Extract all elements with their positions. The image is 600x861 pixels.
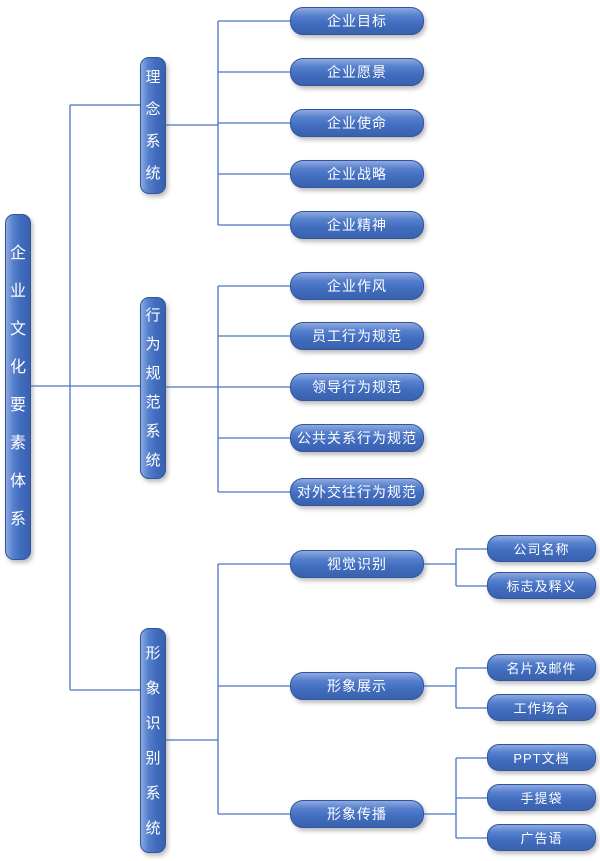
node-enterprise-vision: 企业愿景 [290,58,424,86]
node-enterprise-style: 企业作风 [290,272,424,300]
node-company-name: 公司名称 [487,535,596,562]
branch-concept-system: 理念系统 [140,57,166,194]
node-enterprise-goal: 企业目标 [290,7,424,35]
node-visual-identity: 视觉识别 [290,550,424,578]
node-logo-meaning: 标志及释义 [487,572,596,599]
connector-branch2-to-leaves [165,285,290,493]
branch-image-identity-system-label: 形象识别系统 [145,644,161,837]
node-tote-bag: 手提袋 [487,784,596,811]
root-node: 企业文化要素体系 [5,214,31,560]
branch-behavior-norm-system-label: 行为规范系统 [145,307,161,469]
connector-root-to-branches [28,104,141,691]
node-enterprise-strategy: 企业战略 [290,160,424,188]
node-slogan: 广告语 [487,824,596,851]
connector-branch3-to-groups [165,563,290,815]
connector-image-communication [424,757,487,839]
node-external-communication-conduct: 对外交往行为规范 [290,478,424,506]
branch-behavior-norm-system: 行为规范系统 [140,297,166,479]
node-employee-conduct: 员工行为规范 [290,322,424,350]
root-node-label: 企业文化要素体系 [9,245,26,528]
node-enterprise-spirit: 企业精神 [290,211,424,239]
node-work-occasion: 工作场合 [487,694,596,721]
branch-image-identity-system: 形象识别系统 [140,628,166,853]
node-image-display: 形象展示 [290,672,424,700]
node-image-communication: 形象传播 [290,800,424,828]
node-enterprise-mission: 企业使命 [290,109,424,137]
node-leader-conduct: 领导行为规范 [290,373,424,401]
connector-visual-identity [424,548,487,587]
connector-image-display [424,667,487,709]
node-public-relations-conduct: 公共关系行为规范 [290,424,424,452]
connector-branch1-to-leaves [165,20,290,226]
node-business-card-mail: 名片及邮件 [487,654,596,681]
node-ppt-document: PPT文档 [487,744,596,771]
branch-concept-system-label: 理念系统 [145,68,161,182]
